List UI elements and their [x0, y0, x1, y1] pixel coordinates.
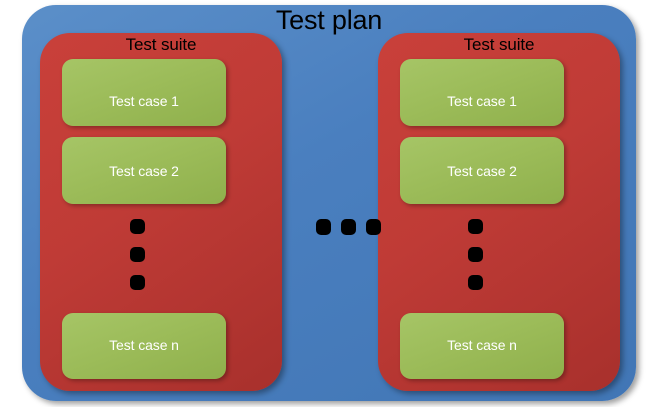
vertical-ellipsis-icon-1 [130, 219, 146, 295]
ellipsis-dot [316, 219, 331, 235]
test-case-box-1-1: Test case 1 [62, 59, 226, 126]
test-case-box-1-2: Test case 2 [62, 137, 226, 204]
test-plan-container: Test plan Test suite Test case 1 Test ca… [22, 5, 636, 401]
test-suite-label-1: Test suite [125, 35, 197, 54]
ellipsis-dot [130, 275, 145, 290]
test-case-box-2-n: Test case n [400, 313, 564, 379]
ellipsis-dot [468, 247, 483, 262]
test-suite-container-1: Test suite Test case 1 Test case 2 Test … [40, 33, 282, 391]
ellipsis-dot [366, 219, 381, 235]
test-suite-container-2: Test suite Test case 1 Test case 2 Test … [378, 33, 620, 391]
test-case-box-1-n: Test case n [62, 313, 226, 379]
ellipsis-dot [468, 275, 483, 290]
ellipsis-dot [468, 219, 483, 234]
ellipsis-dot [341, 219, 356, 235]
test-case-box-2-1: Test case 1 [400, 59, 564, 126]
test-case-box-2-2: Test case 2 [400, 137, 564, 204]
vertical-ellipsis-icon-2 [468, 219, 484, 295]
horizontal-ellipsis-icon [316, 219, 382, 235]
ellipsis-dot [130, 247, 145, 262]
test-suite-label-2: Test suite [463, 35, 535, 54]
ellipsis-dot [130, 219, 145, 234]
test-plan-title: Test plan [275, 5, 383, 35]
